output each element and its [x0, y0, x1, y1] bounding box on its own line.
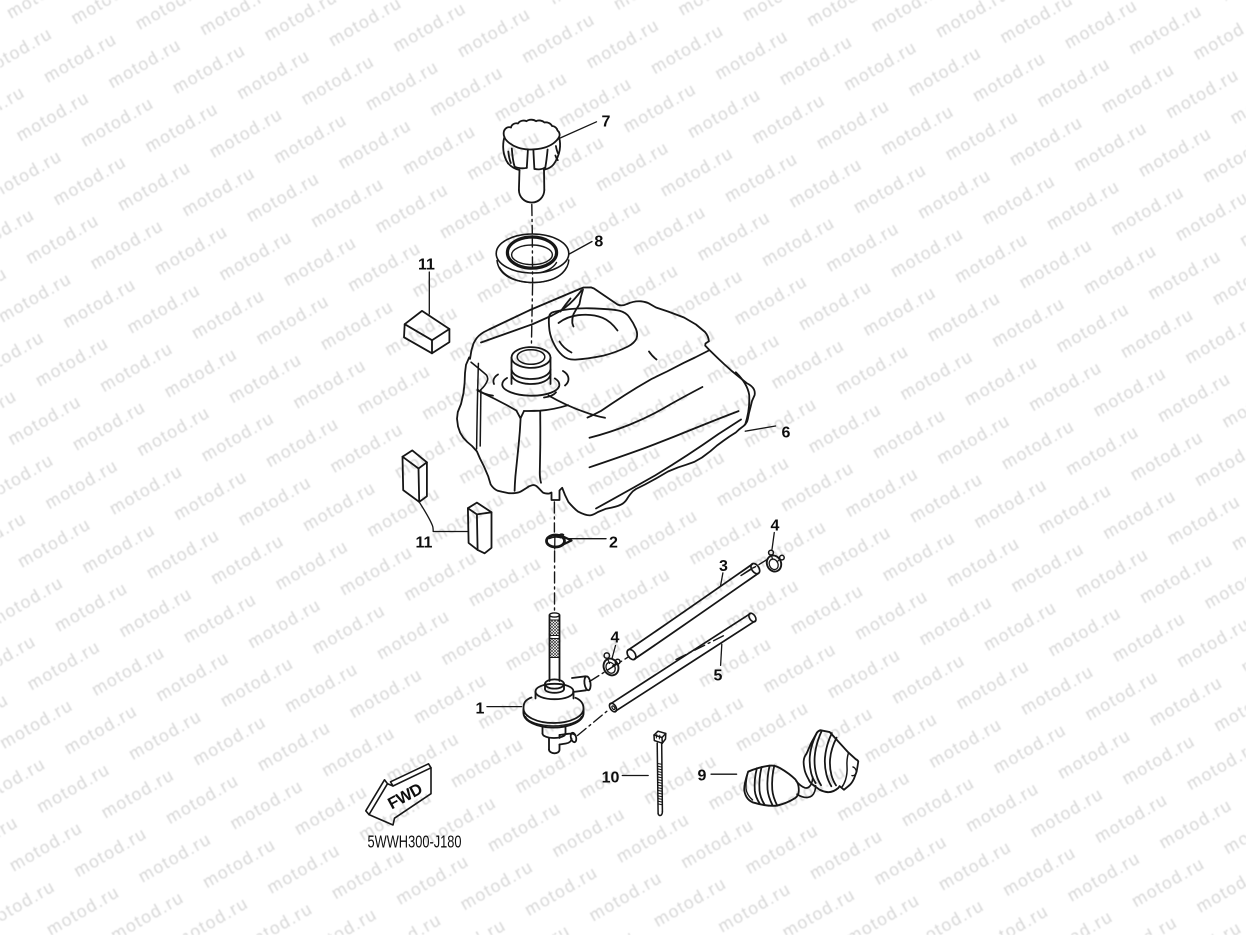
svg-text:8: 8: [594, 234, 603, 251]
svg-text:5: 5: [714, 668, 723, 685]
svg-text:11: 11: [418, 257, 435, 274]
svg-text:11: 11: [416, 535, 433, 552]
svg-text:10: 10: [602, 770, 620, 787]
svg-text:4: 4: [611, 630, 620, 647]
svg-text:7: 7: [602, 114, 611, 131]
svg-text:6: 6: [782, 425, 791, 442]
svg-text:4: 4: [771, 518, 780, 535]
svg-text:1: 1: [476, 701, 485, 718]
svg-text:9: 9: [698, 768, 707, 785]
svg-text:3: 3: [719, 558, 728, 575]
svg-text:2: 2: [609, 535, 618, 552]
svg-text:5WWH300-J180: 5WWH300-J180: [368, 832, 462, 852]
